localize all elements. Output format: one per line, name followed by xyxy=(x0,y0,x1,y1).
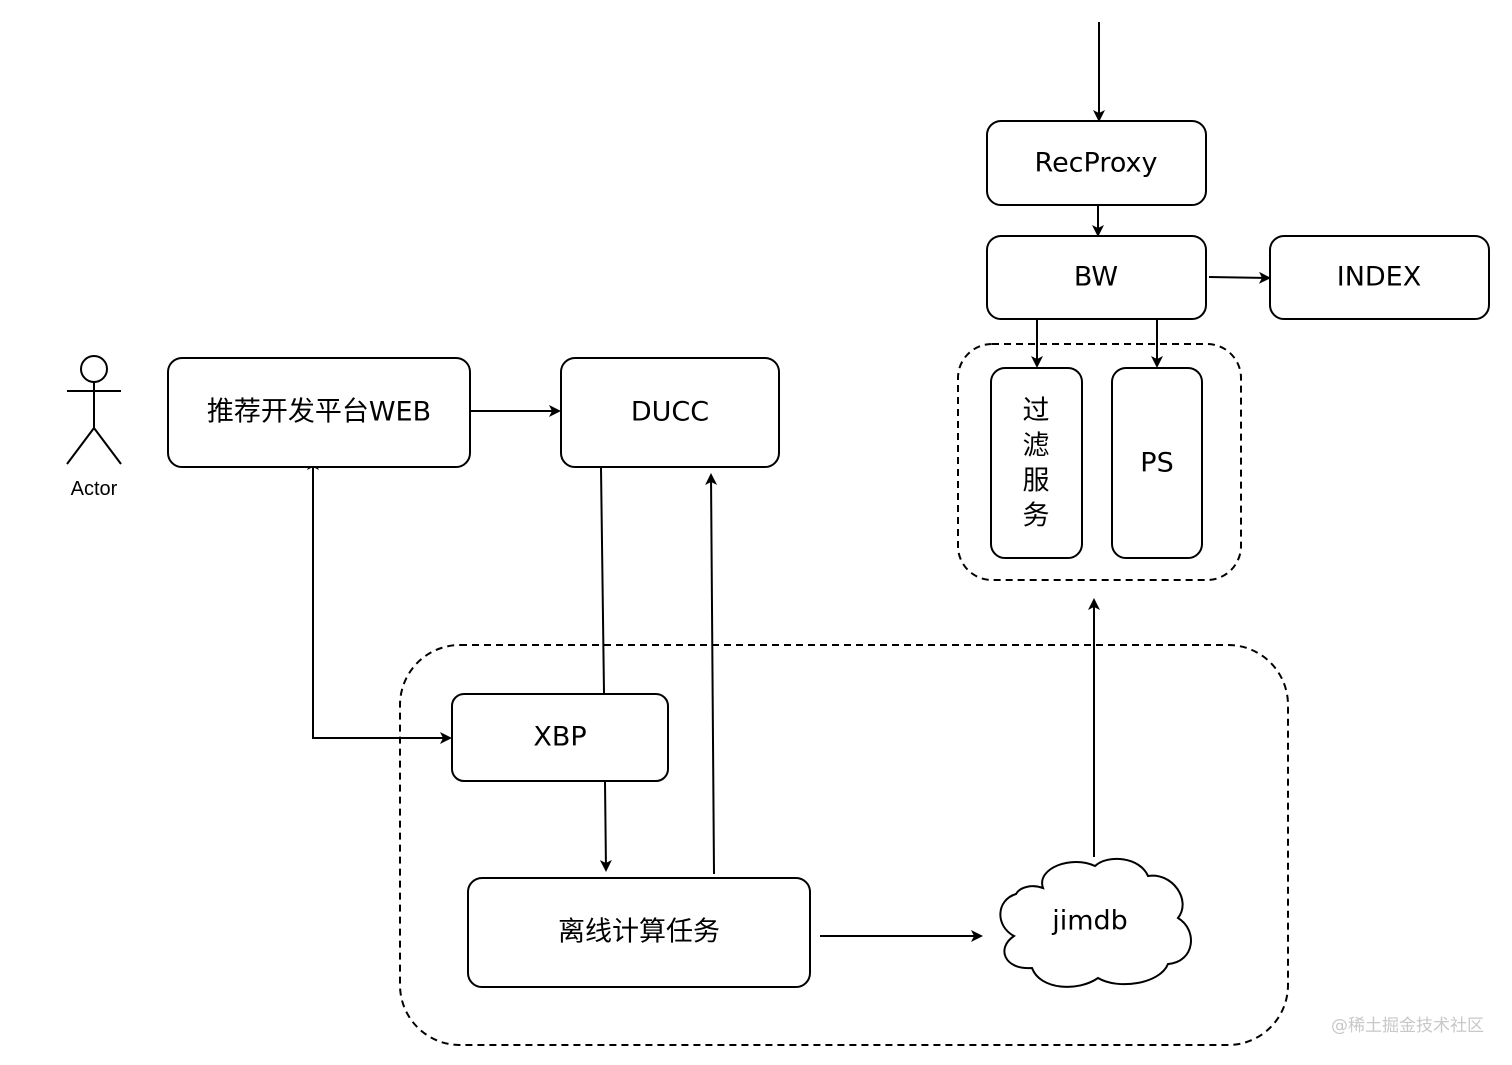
node-offline[interactable]: 离线计算任务 xyxy=(467,877,811,988)
node-recproxy-label: RecProxy xyxy=(1035,148,1158,179)
edge-xbp-offline xyxy=(599,781,612,872)
node-jimdb-label: jimdb xyxy=(1051,906,1128,937)
node-filter-char-2: 滤 xyxy=(1023,431,1050,462)
actor-label: Actor xyxy=(71,478,118,500)
node-web-label: 推荐开发平台WEB xyxy=(207,397,431,428)
offline-group xyxy=(399,644,1289,1046)
node-ducc[interactable]: DUCC xyxy=(560,357,780,468)
node-xbp-label: XBP xyxy=(533,722,586,753)
edge-bw-index xyxy=(1208,271,1271,284)
node-index-label: INDEX xyxy=(1337,262,1422,293)
node-bw[interactable]: BW xyxy=(986,235,1207,320)
node-filter[interactable]: 过 滤 服 务 xyxy=(990,367,1083,559)
node-filter-char-4: 务 xyxy=(1023,501,1050,532)
node-filter-char-3: 服 xyxy=(1023,466,1050,497)
node-offline-label: 离线计算任务 xyxy=(558,917,720,948)
serving-group xyxy=(957,343,1242,581)
edge-ducc-xbp xyxy=(600,467,605,694)
node-web[interactable]: 推荐开发平台WEB xyxy=(167,357,471,468)
node-xbp[interactable]: XBP xyxy=(451,693,669,782)
node-ps[interactable]: PS xyxy=(1111,367,1203,559)
node-bw-label: BW xyxy=(1074,262,1118,293)
node-index[interactable]: INDEX xyxy=(1269,235,1490,320)
node-jimdb[interactable]: jimdb xyxy=(999,857,1192,988)
node-ducc-label: DUCC xyxy=(631,397,709,428)
watermark: @稀土掘金技术社区 xyxy=(1331,1016,1484,1036)
cloud-icon xyxy=(999,857,1192,988)
node-ps-label: PS xyxy=(1140,448,1173,479)
node-filter-char-1: 过 xyxy=(1023,396,1050,427)
edge-offline-ducc xyxy=(705,473,718,875)
actor-head-icon xyxy=(80,355,108,383)
actor: Actor xyxy=(66,355,122,500)
node-recproxy[interactable]: RecProxy xyxy=(986,120,1207,206)
edge-web-xbp xyxy=(307,458,452,744)
